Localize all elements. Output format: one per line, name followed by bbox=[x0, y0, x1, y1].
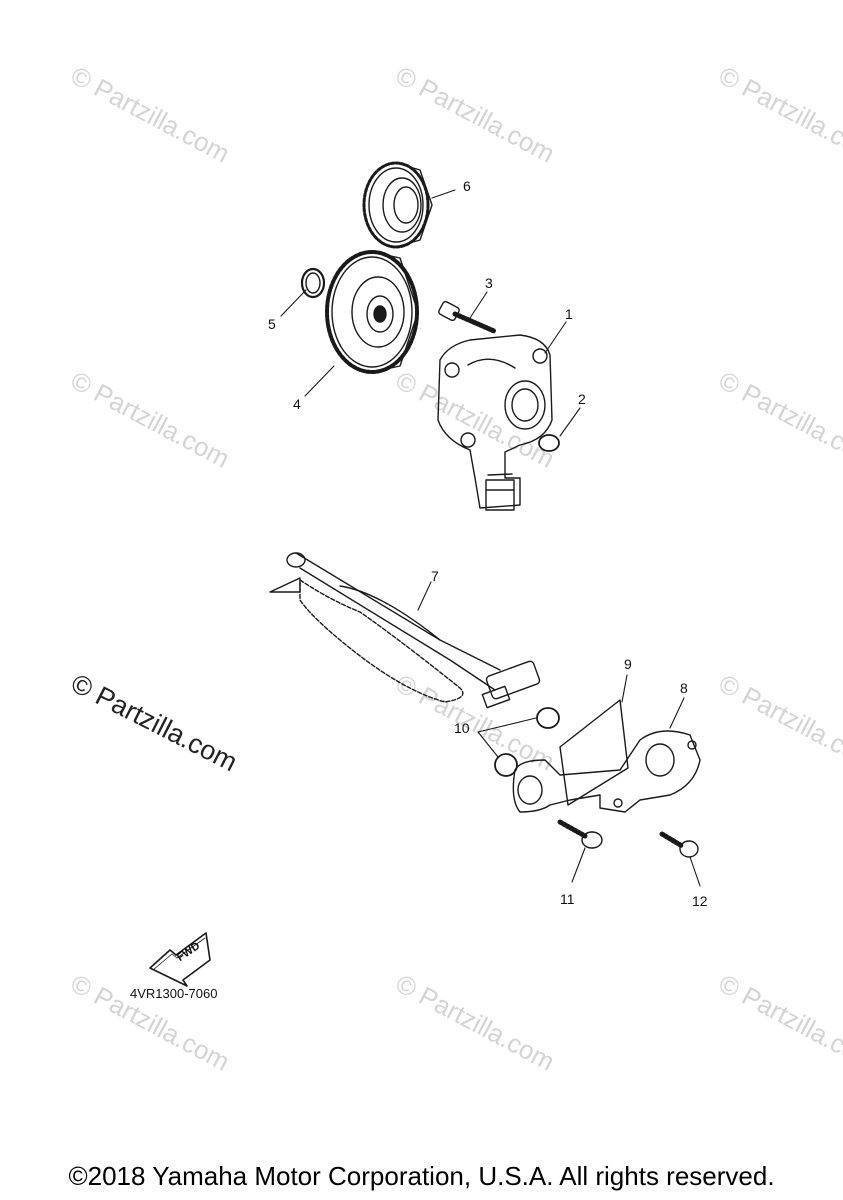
callout-10: 10 bbox=[454, 720, 470, 736]
o-ring-part-10-a bbox=[536, 707, 560, 729]
gasket-part-9 bbox=[559, 699, 629, 806]
callout-4: 4 bbox=[293, 396, 301, 412]
bolt-part-11 bbox=[557, 819, 603, 849]
oil-pump-part-1 bbox=[437, 334, 553, 511]
callout-12: 12 bbox=[692, 893, 708, 909]
circlip-part-5 bbox=[300, 267, 326, 299]
callout-1: 1 bbox=[565, 306, 573, 322]
copyright-notice: ©2018 Yamaha Motor Corporation, U.S.A. A… bbox=[68, 1161, 775, 1191]
leader-lines bbox=[280, 189, 701, 887]
gear-part-4 bbox=[325, 250, 419, 374]
callout-11: 11 bbox=[560, 891, 575, 907]
bolt-part-12 bbox=[659, 831, 699, 858]
gear-part-6 bbox=[362, 161, 433, 249]
callout-5: 5 bbox=[268, 316, 276, 332]
callout-2: 2 bbox=[578, 391, 586, 407]
oil-strainer-part-7 bbox=[269, 552, 541, 709]
callout-8: 8 bbox=[680, 680, 688, 696]
o-ring-part-2 bbox=[538, 434, 560, 452]
callout-9: 9 bbox=[624, 656, 632, 672]
oil-pipe-part-8 bbox=[512, 730, 701, 813]
callout-7: 7 bbox=[431, 568, 439, 584]
callout-6: 6 bbox=[463, 178, 471, 194]
o-ring-part-10-b bbox=[494, 753, 518, 777]
diagram-code: 4VR1300-7060 bbox=[130, 986, 218, 1001]
callout-3: 3 bbox=[485, 275, 493, 291]
fwd-arrow-icon bbox=[149, 932, 211, 987]
bolt-part-3 bbox=[438, 300, 497, 334]
